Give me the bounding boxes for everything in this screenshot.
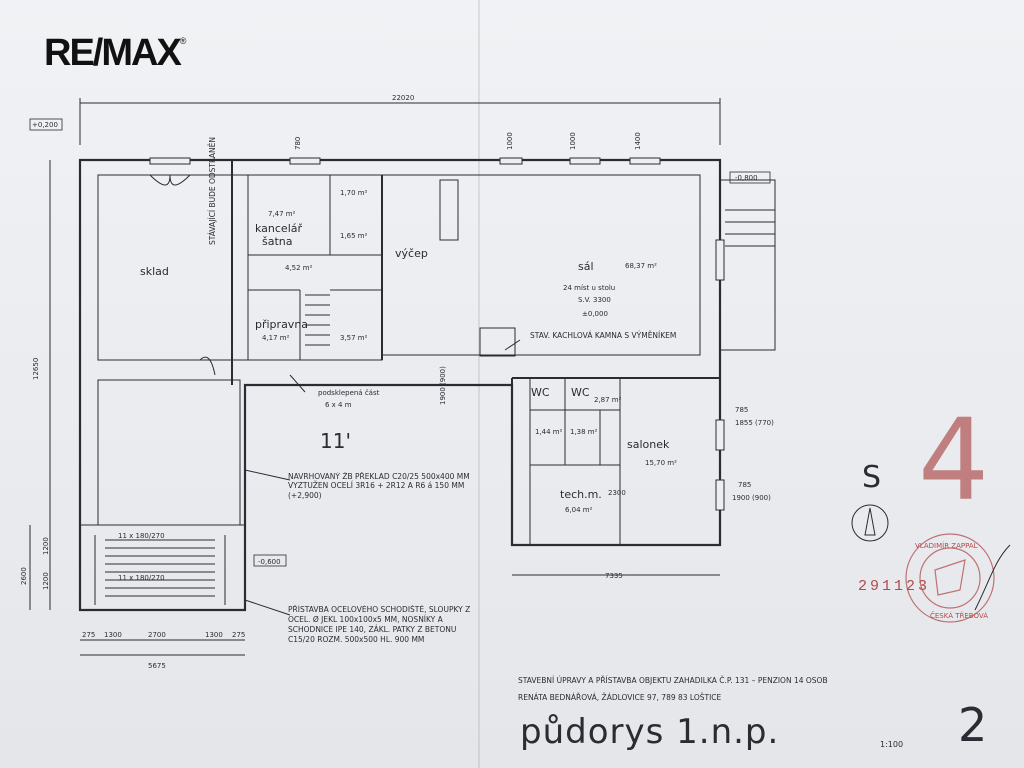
room-wc-1: WC (531, 386, 550, 399)
room-satna: šatna (262, 235, 293, 248)
dim-stairs-left: 2600 (20, 567, 28, 585)
drawing-scale: 1:100 (880, 740, 904, 749)
dim-top-total: 22020 (392, 94, 414, 102)
area-wc-2: 1,38 m² (570, 428, 598, 436)
dim-seg-4: 1300 (205, 631, 223, 639)
north-letter: S (862, 460, 882, 495)
dim-right-bottom: 7335 (605, 572, 623, 580)
level-sal: ±0,000 (582, 310, 608, 318)
seal-name: VLADIMÍR ZAPPAL (915, 541, 978, 550)
area-small-1: 1,70 m² (340, 189, 368, 197)
dim-stairs-a: 1200 (42, 537, 50, 555)
sheet-number: 2 (958, 698, 988, 752)
area-misc: 3,57 m² (340, 334, 368, 342)
level-stair: -0,600 (258, 558, 281, 566)
stamp-ref-number: 291123 (858, 578, 931, 595)
room-sklad: sklad (140, 265, 169, 278)
sal-height: S.V. 3300 (578, 296, 611, 304)
level-right: -0,800 (735, 174, 758, 182)
outer-wall (78, 158, 722, 612)
win-785b: 785 (738, 481, 751, 489)
area-pripravna: 4,17 m² (262, 334, 290, 342)
note-pristavba: PŘÍSTAVBA OCELOVÉHO SCHODIŠTĚ, SLOUPKY Z… (288, 605, 470, 644)
drawing-title: půdorys 1.n.p. (520, 712, 780, 752)
label-podsklepena: podsklepená část (318, 389, 380, 397)
win-785a: 785 (735, 406, 748, 414)
top-win-3: 1400 (634, 132, 642, 150)
note-preklad: NAVRHOVANÝ ŽB PŘEKLAD C20/25 500x400 MM … (288, 472, 470, 500)
area-sal: 68,37 m² (625, 262, 657, 270)
dim-bottom-total: 5675 (148, 662, 166, 670)
note-kamna: STAV. KACHLOVÁ KAMNA S VÝMĚNÍKEM (530, 331, 676, 340)
room-kancelar: kancelář (255, 222, 303, 235)
area-salonek: 15,70 m² (645, 459, 677, 467)
stamp-number-4: 4 (918, 396, 990, 526)
dim-seg-5: 275 (232, 631, 245, 639)
room-wc-2: WC (571, 386, 590, 399)
level-top: +0,200 (32, 121, 58, 129)
area-vycep: 4,52 m² (285, 264, 313, 272)
logo-text: RE/MAX (44, 32, 182, 74)
top-win-4: 780 (294, 137, 302, 150)
area-small-2: 1,65 m² (340, 232, 368, 240)
architect-seal (905, 533, 995, 623)
room-techm: tech.m. (560, 488, 602, 501)
label-podsklepena-size: 6 x 4 m (325, 401, 352, 409)
area-m: 2,87 m² (594, 396, 622, 404)
lower-left-room (97, 379, 241, 526)
top-win-2: 1000 (569, 132, 577, 150)
remax-logo: RE/MAX® (44, 32, 186, 75)
area-wc-1: 1,44 m² (535, 428, 563, 436)
room-pripravna: připravna (255, 318, 308, 331)
note-stavajici: STÁVAJÍCÍ BUDE ODSTRANĚN (208, 137, 217, 245)
win-1900b: 1900 (900) (439, 366, 447, 405)
area-techm: 6,04 m² (565, 506, 593, 514)
win-1900: 1900 (900) (732, 494, 771, 502)
dim-left-total: 12650 (32, 358, 40, 380)
room-vycep: výčep (395, 247, 428, 260)
dim-seg-3: 2700 (148, 631, 166, 639)
sal-note: 24 míst u stolu (563, 284, 615, 292)
north-arrow (851, 504, 889, 542)
dim-seg-2: 1300 (104, 631, 122, 639)
top-win-1: 1000 (506, 132, 514, 150)
win-1855: 1855 (770) (735, 419, 774, 427)
dim-stairs-b: 1200 (42, 572, 50, 590)
dim-seg-1: 275 (82, 631, 95, 639)
project-line-1: STAVEBNÍ ÚPRAVY A PŘÍSTAVBA OBJEKTU ZAHA… (518, 676, 828, 685)
terrace (720, 179, 776, 351)
signature (974, 544, 1011, 611)
dim-sal-tech: 2300 (608, 489, 626, 497)
project-line-2: RENÁTA BEDNÁŘOVÁ, ŽÁDLOVICE 97, 789 83 L… (518, 693, 722, 702)
stairs-front (80, 524, 245, 605)
stairs-run-1: 11 x 180/270 (118, 532, 165, 540)
room-sal: sál (578, 260, 594, 273)
logo-trademark: ® (179, 36, 187, 46)
stairs-run-2: 11 x 180/270 (118, 574, 165, 582)
wall-label: 11' (320, 429, 351, 453)
seal-city: ČESKÁ TŘEBOVÁ (930, 611, 988, 620)
room-salonek: salonek (627, 438, 670, 451)
area-kancelar: 7,47 m² (268, 210, 296, 218)
